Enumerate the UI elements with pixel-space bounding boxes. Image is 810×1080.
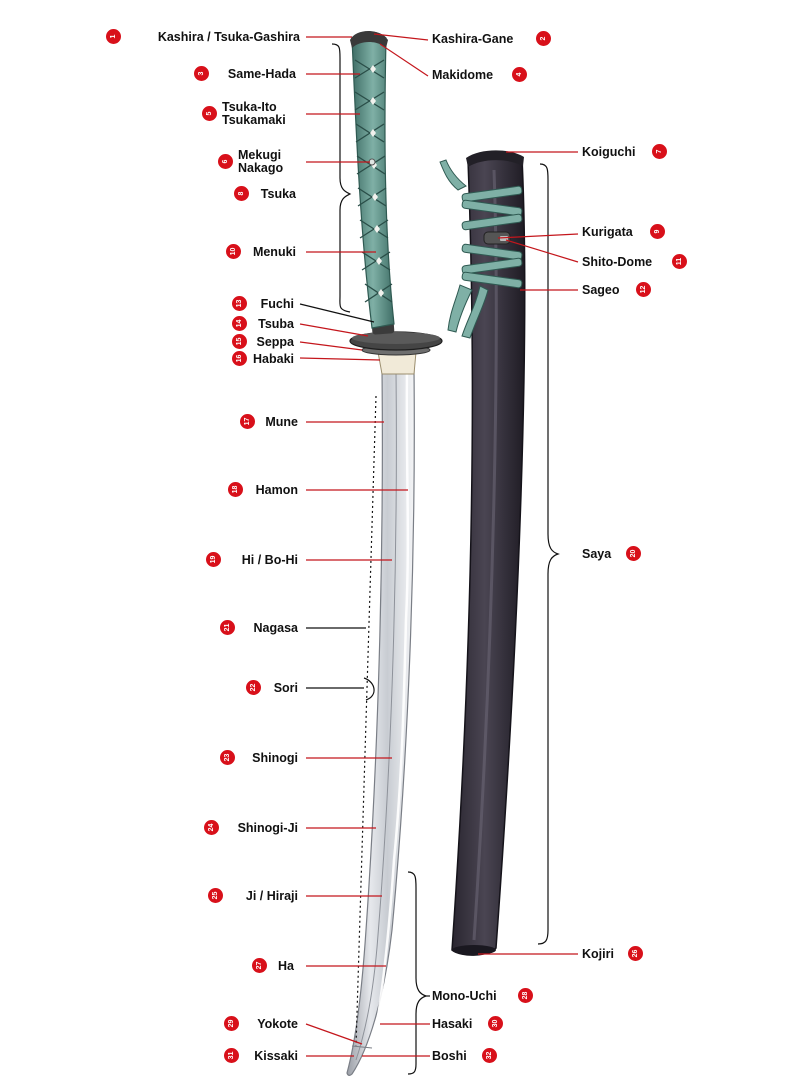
badge-tsuba: 14 bbox=[232, 316, 247, 331]
shinogi-line bbox=[355, 371, 397, 1061]
badge-same-hada: 3 bbox=[194, 66, 209, 81]
label-tsuka: Tsuka bbox=[260, 187, 296, 201]
badge-saya: 20 bbox=[626, 546, 641, 561]
leader-tsuba bbox=[299, 323, 369, 337]
leader-fuchi bbox=[299, 303, 375, 323]
badge-seppa: 15 bbox=[232, 334, 247, 349]
nagasa-dotted bbox=[355, 395, 377, 1047]
label-kurigata: Kurigata bbox=[582, 225, 633, 239]
badge-kissaki: 31 bbox=[224, 1048, 239, 1063]
koiguchi-rim bbox=[466, 150, 524, 167]
kashira-cap bbox=[350, 31, 388, 48]
label-saya: Saya bbox=[582, 547, 612, 561]
badge-tsuka-ito: 5 bbox=[202, 106, 217, 121]
leader-kurigata bbox=[497, 233, 579, 239]
leader-habaki bbox=[299, 357, 381, 361]
leader-kashira-gane bbox=[373, 33, 429, 41]
badge-shinogi-ji: 24 bbox=[204, 820, 219, 835]
badge-koiguchi: 7 bbox=[652, 144, 667, 159]
badge-ha: 27 bbox=[252, 958, 267, 973]
label-mune: Mune bbox=[265, 415, 298, 429]
tsuka-bracket bbox=[331, 43, 352, 313]
badge-yokote: 29 bbox=[224, 1016, 239, 1031]
hamon-line bbox=[374, 371, 410, 1031]
blade bbox=[346, 369, 415, 1076]
label-fuchi: Fuchi bbox=[260, 297, 294, 311]
badge-kojiri: 26 bbox=[628, 946, 643, 961]
badge-mono-uchi: 28 bbox=[518, 988, 533, 1003]
label-sori: Sori bbox=[273, 681, 298, 695]
label-shinogi-ji: Shinogi-Ji bbox=[237, 821, 298, 835]
sageo-cord bbox=[439, 159, 523, 339]
mono-uchi-bracket bbox=[407, 871, 428, 1075]
label-ha: Ha bbox=[278, 959, 294, 973]
leader-shito-dome bbox=[505, 239, 579, 263]
badge-sageo: 12 bbox=[636, 282, 651, 297]
label-hamon: Hamon bbox=[255, 483, 298, 497]
label-kashira-gane: Kashira-Gane bbox=[432, 32, 514, 46]
badge-sori: 22 bbox=[246, 680, 261, 695]
label-same-hada: Same-Hada bbox=[227, 67, 296, 81]
label-habaki: Habaki bbox=[253, 352, 294, 366]
badge-makidome: 4 bbox=[512, 67, 527, 82]
label-hasaki: Hasaki bbox=[432, 1017, 473, 1031]
badge-mune: 17 bbox=[240, 414, 255, 429]
label-hi: Hi / Bo-Hi bbox=[241, 553, 298, 567]
badge-menuki: 10 bbox=[226, 244, 241, 259]
label-yokote: Yokote bbox=[257, 1017, 298, 1031]
label-makidome: Makidome bbox=[432, 68, 494, 82]
badge-hamon: 18 bbox=[228, 482, 243, 497]
label-sageo: Sageo bbox=[582, 283, 620, 297]
label-boshi: Boshi bbox=[432, 1049, 467, 1063]
badge-hi: 19 bbox=[206, 552, 221, 567]
label-shito-dome: Shito-Dome bbox=[582, 255, 653, 269]
kojiri-end bbox=[452, 945, 496, 955]
label-kissaki: Kissaki bbox=[254, 1049, 298, 1063]
leader-yokote bbox=[305, 1023, 363, 1045]
label-menuki: Menuki bbox=[252, 245, 296, 259]
label-nagasa: Nagasa bbox=[253, 621, 298, 635]
badge-mekugi: 6 bbox=[218, 154, 233, 169]
saya bbox=[439, 150, 526, 956]
sori-arc bbox=[363, 677, 375, 701]
katana bbox=[346, 31, 443, 1076]
saya-body bbox=[451, 152, 526, 956]
badge-fuchi: 13 bbox=[232, 296, 247, 311]
label-tsuba: Tsuba bbox=[258, 317, 294, 331]
badge-habaki: 16 bbox=[232, 351, 247, 366]
saya-bracket bbox=[537, 163, 560, 945]
badge-tsuka: 8 bbox=[234, 186, 249, 201]
badge-boshi: 32 bbox=[482, 1048, 497, 1063]
label-kashira: Kashira / Tsuka-Gashira bbox=[157, 30, 300, 44]
badge-nagasa: 21 bbox=[220, 620, 235, 635]
badge-kashira: 1 bbox=[106, 29, 121, 44]
badge-shito-dome: 11 bbox=[672, 254, 687, 269]
badge-hasaki: 30 bbox=[488, 1016, 503, 1031]
label-kojiri: Kojiri bbox=[582, 947, 614, 961]
badge-kurigata: 9 bbox=[650, 224, 665, 239]
label-ji: Ji / Hiraji bbox=[245, 889, 298, 903]
label-seppa: Seppa bbox=[256, 335, 294, 349]
label-mono-uchi: Mono-Uchi bbox=[432, 989, 497, 1003]
badge-shinogi: 23 bbox=[220, 750, 235, 765]
label-koiguchi: Koiguchi bbox=[582, 145, 636, 159]
tsuba-top bbox=[352, 332, 440, 344]
label-shinogi: Shinogi bbox=[252, 751, 298, 765]
leader-lines bbox=[299, 33, 579, 1057]
yokote-line bbox=[351, 1045, 373, 1049]
badge-kashira-gane: 2 bbox=[536, 31, 551, 46]
leader-makidome bbox=[379, 43, 429, 77]
leader-seppa bbox=[299, 341, 363, 351]
badge-ji: 25 bbox=[208, 888, 223, 903]
same-hada-diamonds bbox=[370, 65, 384, 297]
